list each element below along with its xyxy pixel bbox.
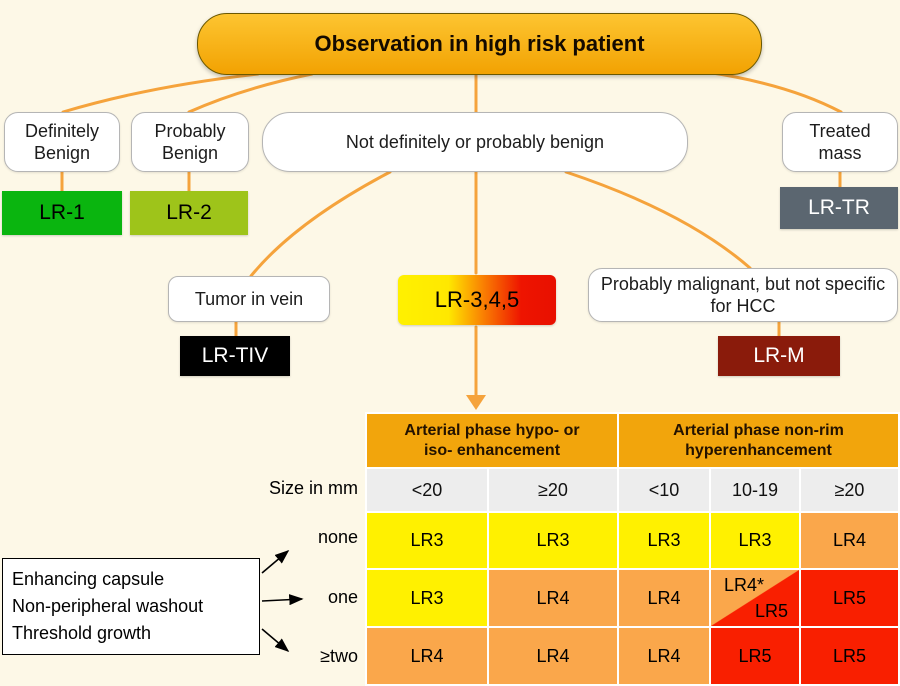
legend-item-nonperipheral-washout: Non-peripheral washout	[12, 596, 204, 616]
table-cell: LR4	[619, 628, 709, 684]
node-treated-mass-label: Treated mass	[809, 120, 871, 164]
node-tumor-in-vein-label: Tumor in vein	[194, 288, 304, 309]
lr2-label: LR-2	[166, 201, 212, 224]
col-header-ge20-nonrim: ≥20	[801, 469, 898, 511]
lirads-decision-table: Arterial phase hypo- or iso- enhancement…	[365, 412, 900, 686]
table-cell: LR4	[489, 628, 617, 684]
row-label-none: none	[317, 527, 358, 547]
group-header-arterial-hypo: Arterial phase hypo- or iso- enhancement	[367, 414, 617, 467]
root-node-label: Observation in high risk patient	[314, 31, 645, 56]
table-cell: LR3	[367, 513, 487, 568]
node-tumor-in-vein: Tumor in vein	[168, 276, 330, 322]
node-probably-malignant: Probably malignant, but not specific for…	[588, 268, 898, 322]
table-cell: LR3	[711, 513, 799, 568]
major-features-box: Enhancing capsule Non-peripheral washout…	[2, 558, 260, 655]
node-definitely-benign-label: Definitely Benign	[24, 120, 100, 164]
node-probably-malignant-label: Probably malignant, but not specific for…	[600, 273, 886, 317]
size-in-mm-label: Size in mm	[268, 478, 358, 498]
table-cell: LR5	[801, 570, 898, 626]
col-header-lt10: <10	[619, 469, 709, 511]
lrtiv-badge: LR-TIV	[180, 336, 290, 376]
node-probably-benign-label: Probably Benign	[154, 120, 226, 164]
table-cell: LR5	[801, 628, 898, 684]
lrtiv-label: LR-TIV	[201, 344, 269, 367]
lr345-label: LR-3,4,5	[434, 287, 520, 312]
table-cell: LR5	[711, 628, 799, 684]
root-node-observation: Observation in high risk patient	[197, 13, 762, 75]
node-not-benign: Not definitely or probably benign	[262, 112, 688, 172]
lrtr-label: LR-TR	[808, 196, 870, 219]
row-label-ge-two: ≥two	[320, 646, 358, 666]
lr2-badge: LR-2	[130, 191, 248, 235]
table-cell: LR4	[489, 570, 617, 626]
table-cell: LR3	[367, 570, 487, 626]
table-cell: LR3	[619, 513, 709, 568]
lr345-badge: LR-3,4,5	[398, 275, 556, 325]
connector-notbenign-to-tumorvein	[249, 170, 392, 278]
col-header-10-19: 10-19	[711, 469, 799, 511]
table-cell: LR4	[367, 628, 487, 684]
split-cell-lr4-label: LR4*	[724, 575, 765, 595]
connector-root-to-probably	[187, 72, 314, 114]
legend-item-enhancing-capsule: Enhancing capsule	[12, 569, 165, 589]
table-cell: LR3	[489, 513, 617, 568]
lrtr-badge: LR-TR	[780, 187, 898, 229]
node-treated-mass: Treated mass	[782, 112, 898, 172]
legend-arrow-to-none	[261, 549, 290, 574]
lr1-label: LR-1	[39, 201, 85, 224]
node-probably-benign: Probably Benign	[131, 112, 249, 172]
legend-item-threshold-growth: Threshold growth	[12, 623, 152, 643]
connector-root-to-treated	[704, 70, 843, 114]
node-not-benign-label: Not definitely or probably benign	[345, 131, 605, 152]
lr1-badge: LR-1	[2, 191, 122, 235]
split-cell-lr5-label: LR5	[754, 601, 788, 621]
col-header-ge20-hypo: ≥20	[489, 469, 617, 511]
table-cell: LR4	[801, 513, 898, 568]
col-header-lt20: <20	[367, 469, 487, 511]
node-definitely-benign: Definitely Benign	[4, 112, 120, 172]
table-cell: LR4	[619, 570, 709, 626]
connector-notbenign-to-probmal	[564, 170, 752, 270]
group-header-arterial-nonrim: Arterial phase non-rim hyperenhancement	[619, 414, 898, 467]
table-cell-lr4-lr5-split: LR4* LR5	[711, 570, 799, 626]
row-label-one: one	[327, 587, 358, 607]
arrowhead-down-icon	[466, 395, 486, 410]
lrm-label: LR-M	[753, 344, 805, 367]
connector-root-to-definitely	[61, 72, 260, 114]
lrm-badge: LR-M	[718, 336, 840, 376]
